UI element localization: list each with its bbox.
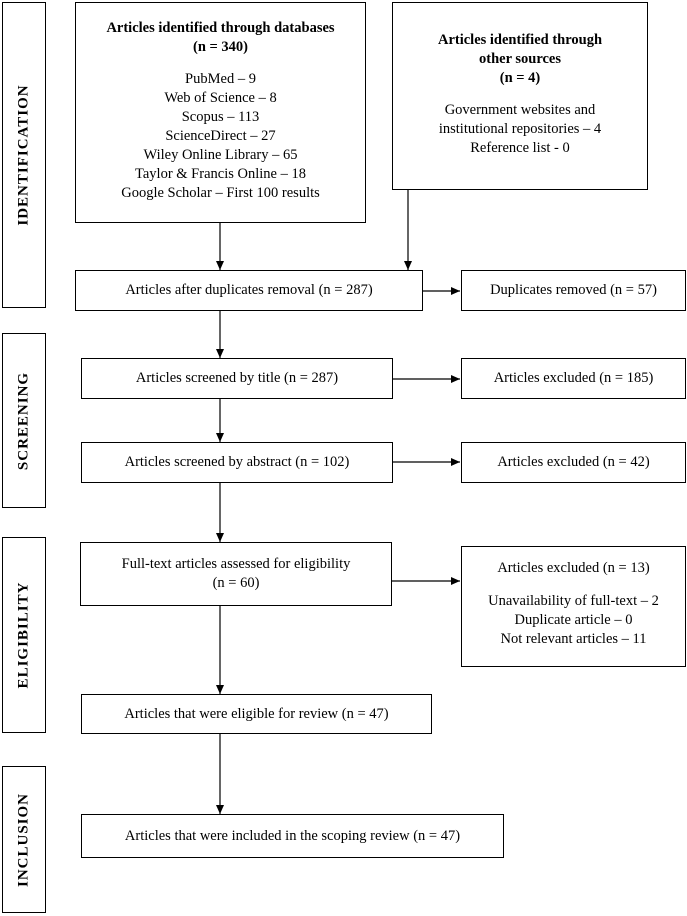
screened-title-text: Articles screened by title (n = 287) xyxy=(135,370,339,386)
database-source: Wiley Online Library – 65 xyxy=(143,147,298,163)
fulltext-text: Full-text articles assessed for eligibil… xyxy=(121,556,351,572)
excluded-title-box: Articles excluded (n = 185) xyxy=(461,358,686,399)
screened-abstract-text: Articles screened by abstract (n = 102) xyxy=(124,454,350,470)
screened-abstract-box: Articles screened by abstract (n = 102) xyxy=(81,442,393,483)
database-source: ScienceDirect – 27 xyxy=(165,128,276,144)
database-source: Google Scholar – First 100 results xyxy=(121,185,320,201)
other-sources-count: (n = 4) xyxy=(499,70,541,86)
exclusion-reason: Unavailability of full-text – 2 xyxy=(488,593,659,609)
stage-eligibility: ELIGIBILITY xyxy=(2,537,46,733)
duplicates-removed-box: Duplicates removed (n = 57) xyxy=(461,270,686,311)
stage-screening: SCREENING xyxy=(2,333,46,508)
other-sources-title: Articles identified through xyxy=(437,32,603,48)
exclusion-reason: Not relevant articles – 11 xyxy=(500,631,647,647)
stage-inclusion: INCLUSION xyxy=(2,766,46,913)
excluded-fulltext-box: Articles excluded (n = 13) Unavailabilit… xyxy=(461,546,686,667)
databases-title: Articles identified through databases xyxy=(106,20,335,36)
excluded-abstract-box: Articles excluded (n = 42) xyxy=(461,442,686,483)
exclusion-reason: Duplicate article – 0 xyxy=(514,612,633,628)
included-text: Articles that were included in the scopi… xyxy=(124,827,461,844)
fulltext-box: Full-text articles assessed for eligibil… xyxy=(80,542,392,606)
other-sources-box: Articles identified through other source… xyxy=(392,2,648,190)
excluded-title-text: Articles excluded (n = 185) xyxy=(493,370,654,386)
database-source: PubMed – 9 xyxy=(185,71,256,87)
excluded-abstract-text: Articles excluded (n = 42) xyxy=(497,454,650,470)
excluded-fulltext-title: Articles excluded (n = 13) xyxy=(497,560,650,576)
after-duplicates-text: Articles after duplicates removal (n = 2… xyxy=(125,282,373,298)
after-duplicates-box: Articles after duplicates removal (n = 2… xyxy=(75,270,423,311)
other-source: Reference list - 0 xyxy=(470,140,570,156)
screened-title-box: Articles screened by title (n = 287) xyxy=(81,358,393,399)
other-source: institutional repositories – 4 xyxy=(438,121,602,137)
other-sources-title-cont: other sources xyxy=(478,51,562,67)
databases-box: Articles identified through databases (n… xyxy=(75,2,366,223)
database-source: Scopus – 113 xyxy=(181,109,260,125)
databases-count: (n = 340) xyxy=(193,39,248,55)
database-source: Taylor & Francis Online – 18 xyxy=(135,166,306,182)
fulltext-count: (n = 60) xyxy=(212,575,260,591)
other-source: Government websites and xyxy=(444,102,596,118)
duplicates-removed-text: Duplicates removed (n = 57) xyxy=(490,282,657,298)
eligible-box: Articles that were eligible for review (… xyxy=(81,694,432,734)
database-source: Web of Science – 8 xyxy=(164,90,277,106)
stage-identification: IDENTIFICATION xyxy=(2,2,46,308)
eligible-text: Articles that were eligible for review (… xyxy=(124,705,389,722)
included-box: Articles that were included in the scopi… xyxy=(81,814,504,858)
